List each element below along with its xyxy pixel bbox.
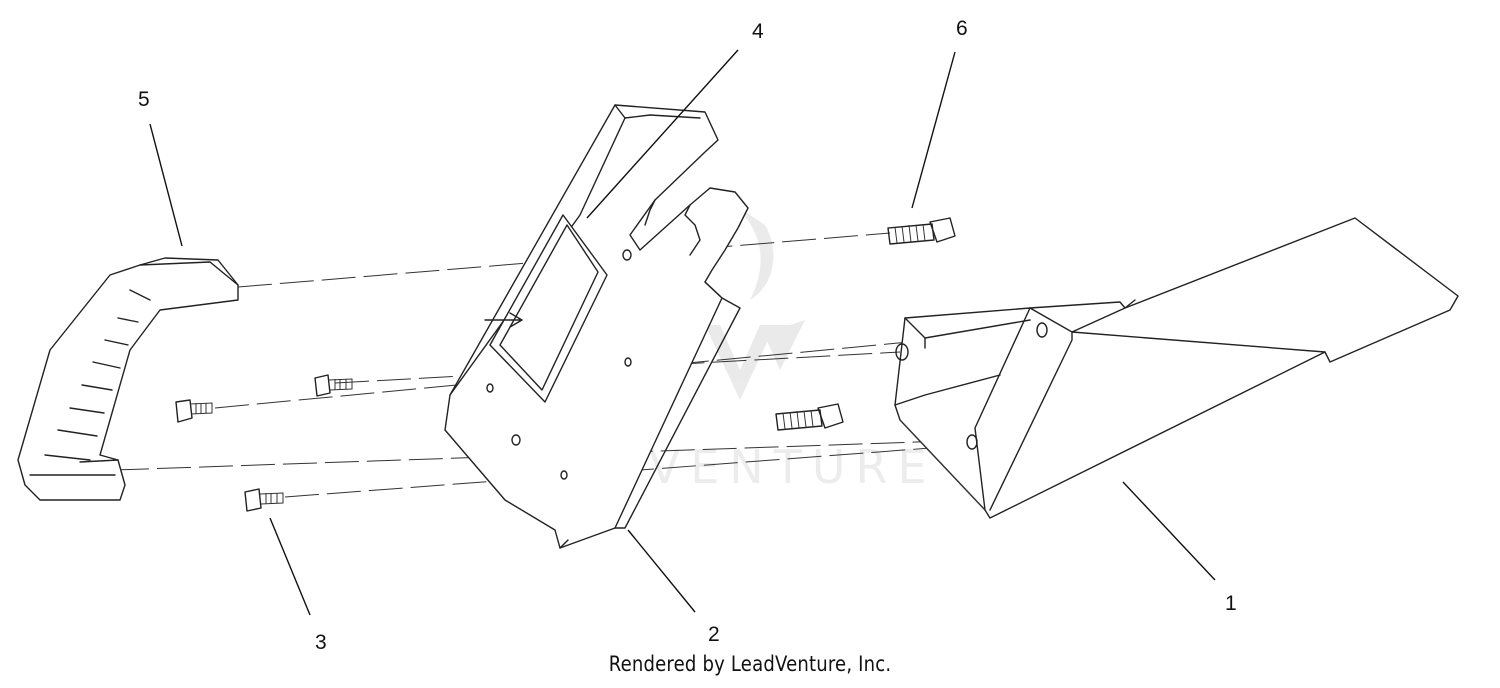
watermark-emblem <box>705 205 805 400</box>
part-1-chute <box>894 217 1459 519</box>
bolt-a <box>887 217 956 245</box>
callout-4: 4 <box>752 20 764 43</box>
callout-3: 3 <box>315 631 327 654</box>
callout-6: 6 <box>956 17 968 40</box>
leader-6 <box>911 51 956 209</box>
leader-3 <box>269 517 311 616</box>
callout-5: 5 <box>138 88 150 111</box>
part-3-screws <box>175 374 353 512</box>
leader-1 <box>1122 481 1216 581</box>
part-4-decal <box>484 214 608 403</box>
callout-2: 2 <box>708 623 720 646</box>
part-5-handle <box>17 257 239 501</box>
screw-a <box>175 399 213 423</box>
callout-1: 1 <box>1225 592 1237 615</box>
leader-5 <box>149 123 183 247</box>
screw-b <box>314 374 353 397</box>
render-credit: Rendered by LeadVenture, Inc. <box>608 652 892 676</box>
part-6-bolts <box>775 217 956 431</box>
leader-lines <box>149 49 1216 616</box>
bolt-b <box>775 403 844 431</box>
leader-2 <box>627 529 696 613</box>
leader-4 <box>586 49 739 219</box>
screw-c <box>244 488 284 512</box>
part-2-bracket <box>444 104 749 549</box>
